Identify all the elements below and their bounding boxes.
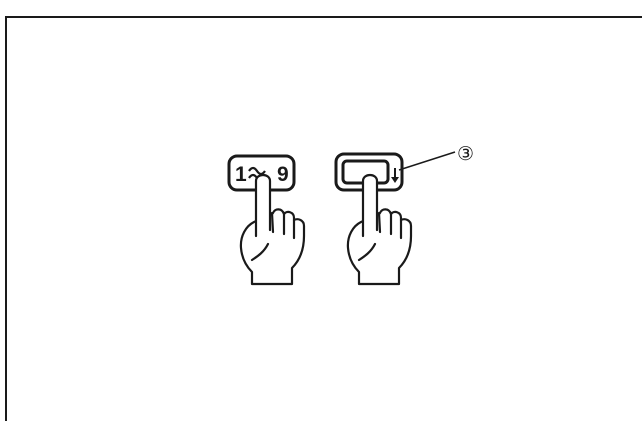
callout-leader-line (399, 152, 455, 170)
number-key-right-label: 9 (277, 163, 289, 186)
callout-label: ③ (457, 143, 474, 165)
callout-3: ③ (399, 143, 474, 170)
number-key-left-label: 1 (235, 163, 247, 186)
